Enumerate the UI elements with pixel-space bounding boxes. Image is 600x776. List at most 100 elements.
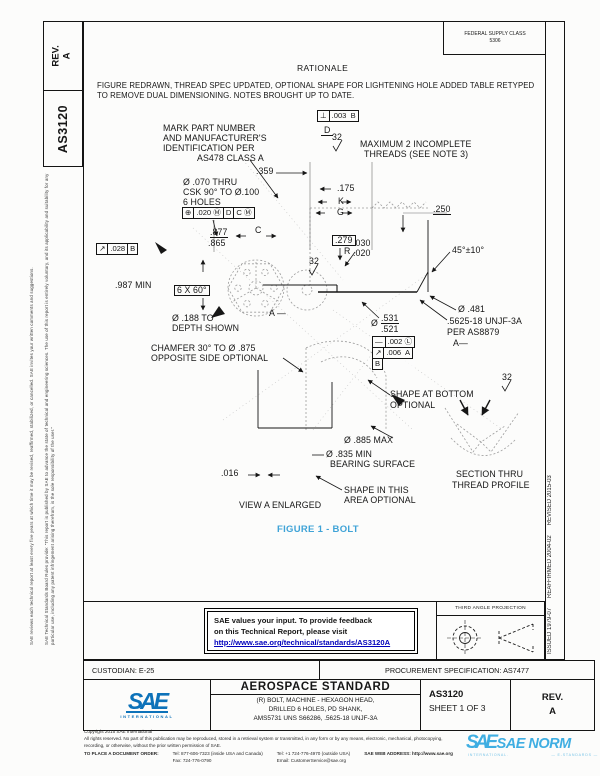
dim-250: .250 xyxy=(433,204,451,216)
finish-32-mid: 32 xyxy=(309,256,319,266)
dim-865: .865 xyxy=(208,238,226,248)
datum-a-left: A — xyxy=(269,308,286,318)
bolt-drawing-svg xyxy=(155,139,520,491)
note-holes-2: CSK 90° TO Ø.100 xyxy=(183,187,260,197)
note-max-threads-1: MAXIMUM 2 INCOMPLETE xyxy=(360,139,472,149)
tel-inside: Tel: 877-606-7323 (inside USA and Canada… xyxy=(172,750,263,756)
revision-strip-divider xyxy=(545,21,546,660)
view-a-label: VIEW A ENLARGED xyxy=(239,500,322,510)
thread-section-geometry xyxy=(444,407,520,456)
watermark-sae-logo: SAE xyxy=(466,732,498,753)
procurement-cell: PROCUREMENT SPECIFICATION: AS7477 xyxy=(384,665,530,675)
note-shape-bottom-2: OPTIONAL xyxy=(390,400,436,410)
dia-531-sym: Ø xyxy=(371,318,378,328)
subject-line-1: (R) BOLT, MACHINE - HEXAGON HEAD, xyxy=(256,697,375,704)
section-label-1: SECTION THRU xyxy=(456,469,524,479)
sidebar-docnumber-box: AS3120 xyxy=(43,90,83,167)
rights-line-2: recording, or otherwise, without the pri… xyxy=(84,742,222,748)
leader-noise-lines xyxy=(192,159,504,431)
datum-a-right: A— xyxy=(453,338,468,348)
figure-caption: FIGURE 1 - BOLT xyxy=(277,524,359,535)
feedback-box: SAE values your input. To provide feedba… xyxy=(204,608,418,654)
sidebar-rev-text: REV. A xyxy=(51,45,74,66)
order-col-international: Tel: +1 724-776-4970 (outside USA) Email… xyxy=(277,751,350,765)
rationale-line-1: FIGURE REDRAWN, THREAD SPEC UPDATED, OPT… xyxy=(97,81,535,90)
note-mark-part-3: IDENTIFICATION PER xyxy=(163,143,255,153)
custodian-cell: CUSTODIAN: E-25 xyxy=(84,661,320,679)
dim-r-030: .030 xyxy=(353,238,371,248)
note-max-threads-2: THREADS (SEE NOTE 3) xyxy=(364,149,469,159)
sae-logo-text: SAE xyxy=(125,687,169,714)
dim-279: .279 xyxy=(332,235,356,247)
dim-877: .877 xyxy=(210,227,228,239)
note-188-2: DEPTH SHOWN xyxy=(172,323,240,333)
finish-32-right: 32 xyxy=(502,372,512,382)
finish-32-top: 32 xyxy=(332,132,342,142)
note-188-1: Ø .188 TO xyxy=(172,313,214,323)
projection-title: THIRD ANGLE PROJECTION xyxy=(437,602,544,616)
standard-heading: AEROSPACE STANDARD xyxy=(211,680,420,695)
dim-175: .175 xyxy=(337,183,355,193)
subject-line-2: DRILLED 6 HOLES, PD SHANK, xyxy=(268,705,363,713)
feedback-link[interactable]: http://www.sae.org/technical/standards/A… xyxy=(214,638,391,647)
dim-45deg: 45°±10° xyxy=(452,245,485,255)
left-margin-disclaimer-1: SAE Technical Standards Board Rules prov… xyxy=(44,173,56,645)
standard-description: (R) BOLT, MACHINE - HEXAGON HEAD, DRILLE… xyxy=(211,695,420,724)
note-thread-1: .5625-18 UNJF-3A xyxy=(447,316,522,326)
note-mark-part-4: AS478 CLASS A xyxy=(197,153,264,163)
watermark-sub-estandards: — E-STANDARDS — xyxy=(551,753,598,757)
dia-835-1: Ø .835 MIN xyxy=(326,449,372,459)
note-thread-2: PER AS8879 xyxy=(447,327,500,337)
third-angle-projection-box: THIRD ANGLE PROJECTION xyxy=(436,601,545,660)
revision-history-strip: ISSUED 1979-07 REAFFIRMED 2004-02 REVISE… xyxy=(547,475,553,654)
title-block-row-1: CUSTODIAN: E-25 PROCUREMENT SPECIFICATIO… xyxy=(84,661,594,680)
footer-copyright-block: Copyright 2015 SAE International All rig… xyxy=(84,729,589,764)
sheet-number: SHEET 1 OF 3 xyxy=(429,703,486,714)
subject-line-3: AMS5731 UNS S66286, .5625-18 UNJF-3A xyxy=(253,714,378,722)
dim-g: G xyxy=(337,207,344,217)
rationale-title: RATIONALE xyxy=(297,63,349,73)
dia-481: Ø .481 xyxy=(458,304,486,314)
watermark-sub-row: INTERNATIONAL. — E-STANDARDS — xyxy=(466,753,600,757)
dim-r-020: .020 xyxy=(353,248,371,258)
solid-outline-lines xyxy=(257,220,429,429)
dia-885: Ø .885 MAX xyxy=(344,435,393,445)
sae-logo-subtext: INTERNATIONAL xyxy=(120,714,174,720)
watermark-main-row: SAE SAE NORM xyxy=(466,733,600,752)
dia-835-2: BEARING SURFACE xyxy=(330,459,416,469)
copyright-line: Copyright 2015 SAE International xyxy=(84,729,153,734)
tel-outside: Tel: +1 724-776-4970 (outside USA) xyxy=(276,750,351,756)
watermark-sub-international: INTERNATIONAL. xyxy=(468,753,509,757)
sae-norm-watermark: SAE SAE NORM INTERNATIONAL. — E-STANDARD… xyxy=(466,733,600,757)
projection-symbol-icon xyxy=(447,620,534,656)
bold-pointer-arrows xyxy=(155,242,405,406)
note-holes-1: Ø .070 THRU xyxy=(183,177,238,187)
dim-531: .531 xyxy=(381,313,399,325)
drawing-frame xyxy=(83,21,565,660)
left-margin-disclaimer-2: SAE reviews each technical report at lea… xyxy=(29,267,34,645)
dim-521: .521 xyxy=(381,324,399,334)
note-chamfer-2: OPPOSITE SIDE OPTIONAL xyxy=(151,353,269,363)
surface-finish-marks xyxy=(308,139,512,392)
dim-6x60: 6 X 60° xyxy=(174,285,210,297)
extension-lines xyxy=(213,162,447,252)
document-number: AS3120 xyxy=(429,689,464,700)
section-label-2: THREAD PROFILE xyxy=(452,480,530,490)
fsc-code: 5306 xyxy=(489,38,501,44)
lower-area-divider xyxy=(84,601,545,602)
order-info-row: TO PLACE A DOCUMENT ORDER: Tel: 877-606-… xyxy=(84,751,589,765)
note-mark-part-1: MARK PART NUMBER xyxy=(163,123,256,133)
title-block-row-2: SAE INTERNATIONAL AEROSPACE STANDARD (R)… xyxy=(84,680,594,730)
fsc-label: FEDERAL SUPPLY CLASS xyxy=(464,30,526,37)
note-holes-3: 6 HOLES xyxy=(183,197,221,207)
document-number-cell: AS3120 SHEET 1 OF 3 xyxy=(421,680,511,730)
revision-cell: REV. A xyxy=(511,680,594,730)
dim-987: .987 MIN xyxy=(115,280,152,290)
hex-head-front-view xyxy=(227,259,328,317)
email-address: Email: CustomerService@sae.org xyxy=(276,757,347,763)
note-shape-area-2: AREA OPTIONAL xyxy=(344,495,416,505)
